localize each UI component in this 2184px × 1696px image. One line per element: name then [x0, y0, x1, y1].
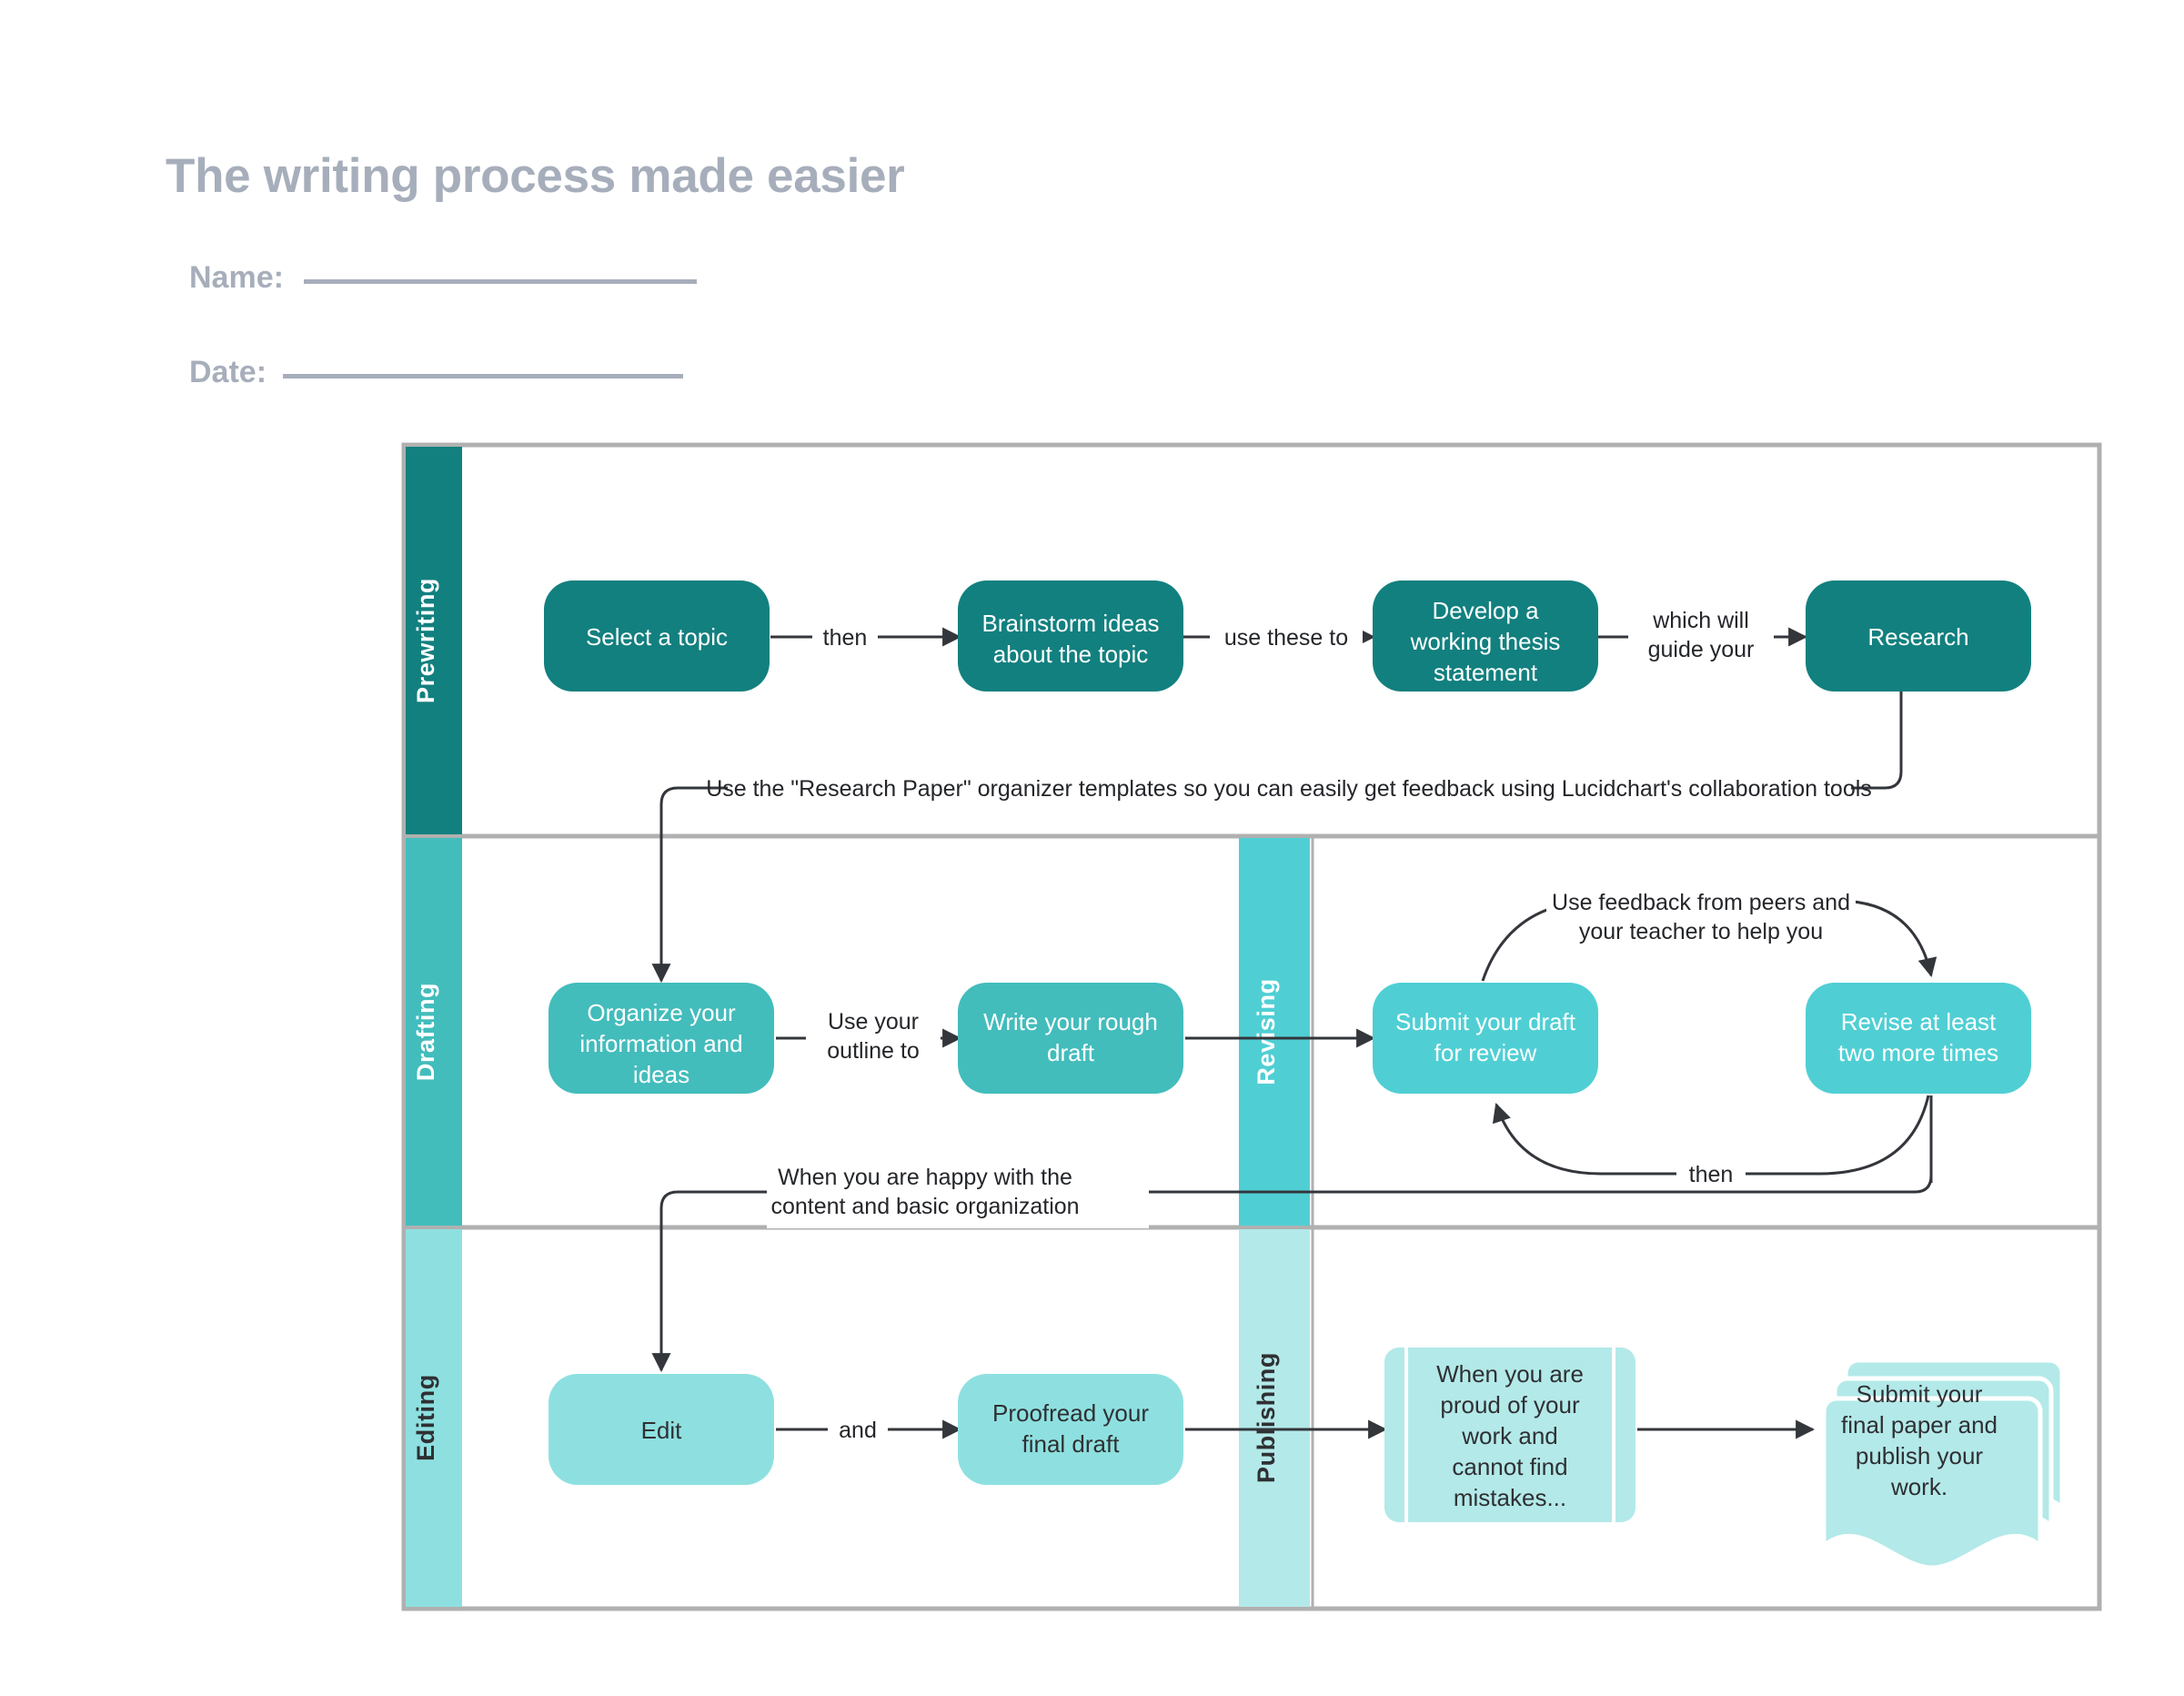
node-label-rough-draft-line2: draft — [1047, 1039, 1095, 1066]
node-label-submit-final-line1: Submit your — [1857, 1380, 1983, 1408]
node-research[interactable]: Research — [1806, 580, 2031, 692]
node-edit[interactable]: Edit — [549, 1374, 774, 1485]
name-field-label: Name: — [189, 260, 284, 295]
edge-label-which-will-guide-your-line2: guide your — [1648, 637, 1755, 662]
edge-label-use-your-outline-line2: outline to — [827, 1038, 919, 1064]
node-label-rough-draft-line1: Write your rough — [983, 1008, 1158, 1035]
edge-label-which-will-guide-your-line1: which will — [1652, 608, 1749, 633]
node-label-thesis-line1: Develop a — [1432, 597, 1539, 624]
connector-submit-to-revise-feedback: Use feedback from peers and your teacher… — [1481, 883, 1937, 982]
node-label-edit: Edit — [641, 1417, 683, 1444]
date-field-label: Date: — [189, 355, 267, 389]
edge-label-use-your-outline-line1: Use your — [828, 1009, 919, 1035]
lane-label-prewriting: Prewriting — [412, 578, 439, 703]
node-label-proud-line3: work and — [1461, 1422, 1558, 1449]
edge-label-then-1: then — [823, 625, 868, 651]
name-field-row: Name: — [189, 260, 697, 296]
connector-revise-to-edit: When you are happy with the content and … — [651, 1095, 1933, 1373]
connector-revise-to-submit-then: then — [1492, 1095, 1930, 1188]
lane-label-editing: Editing — [412, 1374, 439, 1461]
edge-label-feedback-line1: Use feedback from peers and — [1552, 890, 1850, 915]
node-label-submit-final-line4: work. — [1890, 1473, 1947, 1500]
node-label-select-a-topic: Select a topic — [586, 623, 728, 651]
node-submit-draft-for-review[interactable]: Submit your draft for review — [1373, 983, 1598, 1094]
connector-brainstorm-to-thesis: use these to — [1183, 621, 1376, 651]
connector-edit-to-proofread: and — [776, 1413, 962, 1444]
node-label-proofread-line2: final draft — [1022, 1430, 1121, 1458]
node-label-submit-review-line1: Submit your draft — [1395, 1008, 1576, 1035]
edge-label-happy-line1: When you are happy with the — [778, 1165, 1072, 1190]
connector-select-to-brainstorm: then — [770, 621, 962, 651]
lane-band-prewriting[interactable]: Prewriting — [406, 447, 462, 834]
node-label-research: Research — [1867, 623, 1968, 651]
connector-thesis-to-research: which will guide your — [1598, 601, 1808, 675]
node-label-proud-line1: When you are — [1436, 1360, 1584, 1388]
node-label-revise-line2: two more times — [1838, 1039, 1998, 1066]
node-label-submit-final-line2: final paper and — [1841, 1411, 1998, 1439]
node-label-revise-line1: Revise at least — [1841, 1008, 1997, 1035]
node-label-brainstorm-line2: about the topic — [993, 641, 1149, 668]
node-select-a-topic[interactable]: Select a topic — [544, 580, 770, 692]
connector-research-to-organize: Use the "Research Paper" organizer templ… — [651, 692, 1903, 984]
node-label-thesis-line3: statement — [1434, 659, 1538, 686]
node-organize-information[interactable]: Organize your information and ideas — [549, 983, 774, 1094]
lane-band-editing[interactable]: Editing — [406, 1229, 462, 1607]
node-revise-two-more-times[interactable]: Revise at least two more times — [1806, 983, 2031, 1094]
node-label-submit-final-line3: publish your — [1856, 1442, 1984, 1469]
lane-label-drafting: Drafting — [412, 983, 439, 1081]
node-brainstorm-ideas[interactable]: Brainstorm ideas about the topic — [958, 580, 1183, 692]
lane-label-publishing: Publishing — [1253, 1352, 1280, 1483]
edge-label-research-note: Use the "Research Paper" organizer templ… — [706, 776, 1872, 802]
lane-band-revising[interactable]: Revising — [1239, 838, 1310, 1226]
date-field-input[interactable] — [283, 374, 684, 379]
edge-label-then-2: then — [1689, 1162, 1734, 1187]
node-label-thesis-line2: working thesis — [1410, 628, 1561, 655]
node-write-rough-draft[interactable]: Write your rough draft — [958, 983, 1183, 1094]
node-label-proofread-line1: Proofread your — [992, 1399, 1149, 1427]
node-label-proud-line4: cannot find — [1452, 1453, 1567, 1480]
node-label-organize-line3: ideas — [633, 1061, 689, 1088]
edge-label-and: and — [839, 1418, 877, 1443]
edge-label-happy-line2: content and basic organization — [770, 1194, 1079, 1219]
edge-label-feedback-line2: your teacher to help you — [1579, 919, 1823, 944]
edge-label-use-these-to: use these to — [1224, 625, 1348, 651]
node-submit-final-paper[interactable]: Submit your final paper and publish your… — [1811, 1358, 2065, 1570]
lane-label-revising: Revising — [1253, 978, 1280, 1085]
lane-band-publishing[interactable]: Publishing — [1239, 1229, 1310, 1607]
connector-organize-to-rough-draft: Use your outline to — [776, 1001, 962, 1075]
node-label-organize-line2: information and — [579, 1030, 742, 1057]
node-label-organize-line1: Organize your — [587, 999, 736, 1026]
page-title: The writing process made easier — [166, 149, 905, 203]
node-label-proud-line2: proud of your — [1440, 1391, 1580, 1418]
node-label-proud-line5: mistakes... — [1454, 1484, 1566, 1511]
lane-band-drafting[interactable]: Drafting — [406, 838, 462, 1226]
node-proofread-final-draft[interactable]: Proofread your final draft — [958, 1374, 1183, 1485]
node-label-submit-review-line2: for review — [1434, 1039, 1537, 1066]
worksheet-header: The writing process made easier Name: Da… — [0, 0, 2184, 428]
node-develop-thesis[interactable]: Develop a working thesis statement — [1373, 580, 1598, 692]
name-field-input[interactable] — [303, 279, 697, 284]
node-label-brainstorm-line1: Brainstorm ideas — [981, 610, 1159, 637]
date-field-row: Date: — [189, 355, 684, 390]
node-when-proud-of-work[interactable]: When you are proud of your work and cann… — [1384, 1348, 1635, 1522]
